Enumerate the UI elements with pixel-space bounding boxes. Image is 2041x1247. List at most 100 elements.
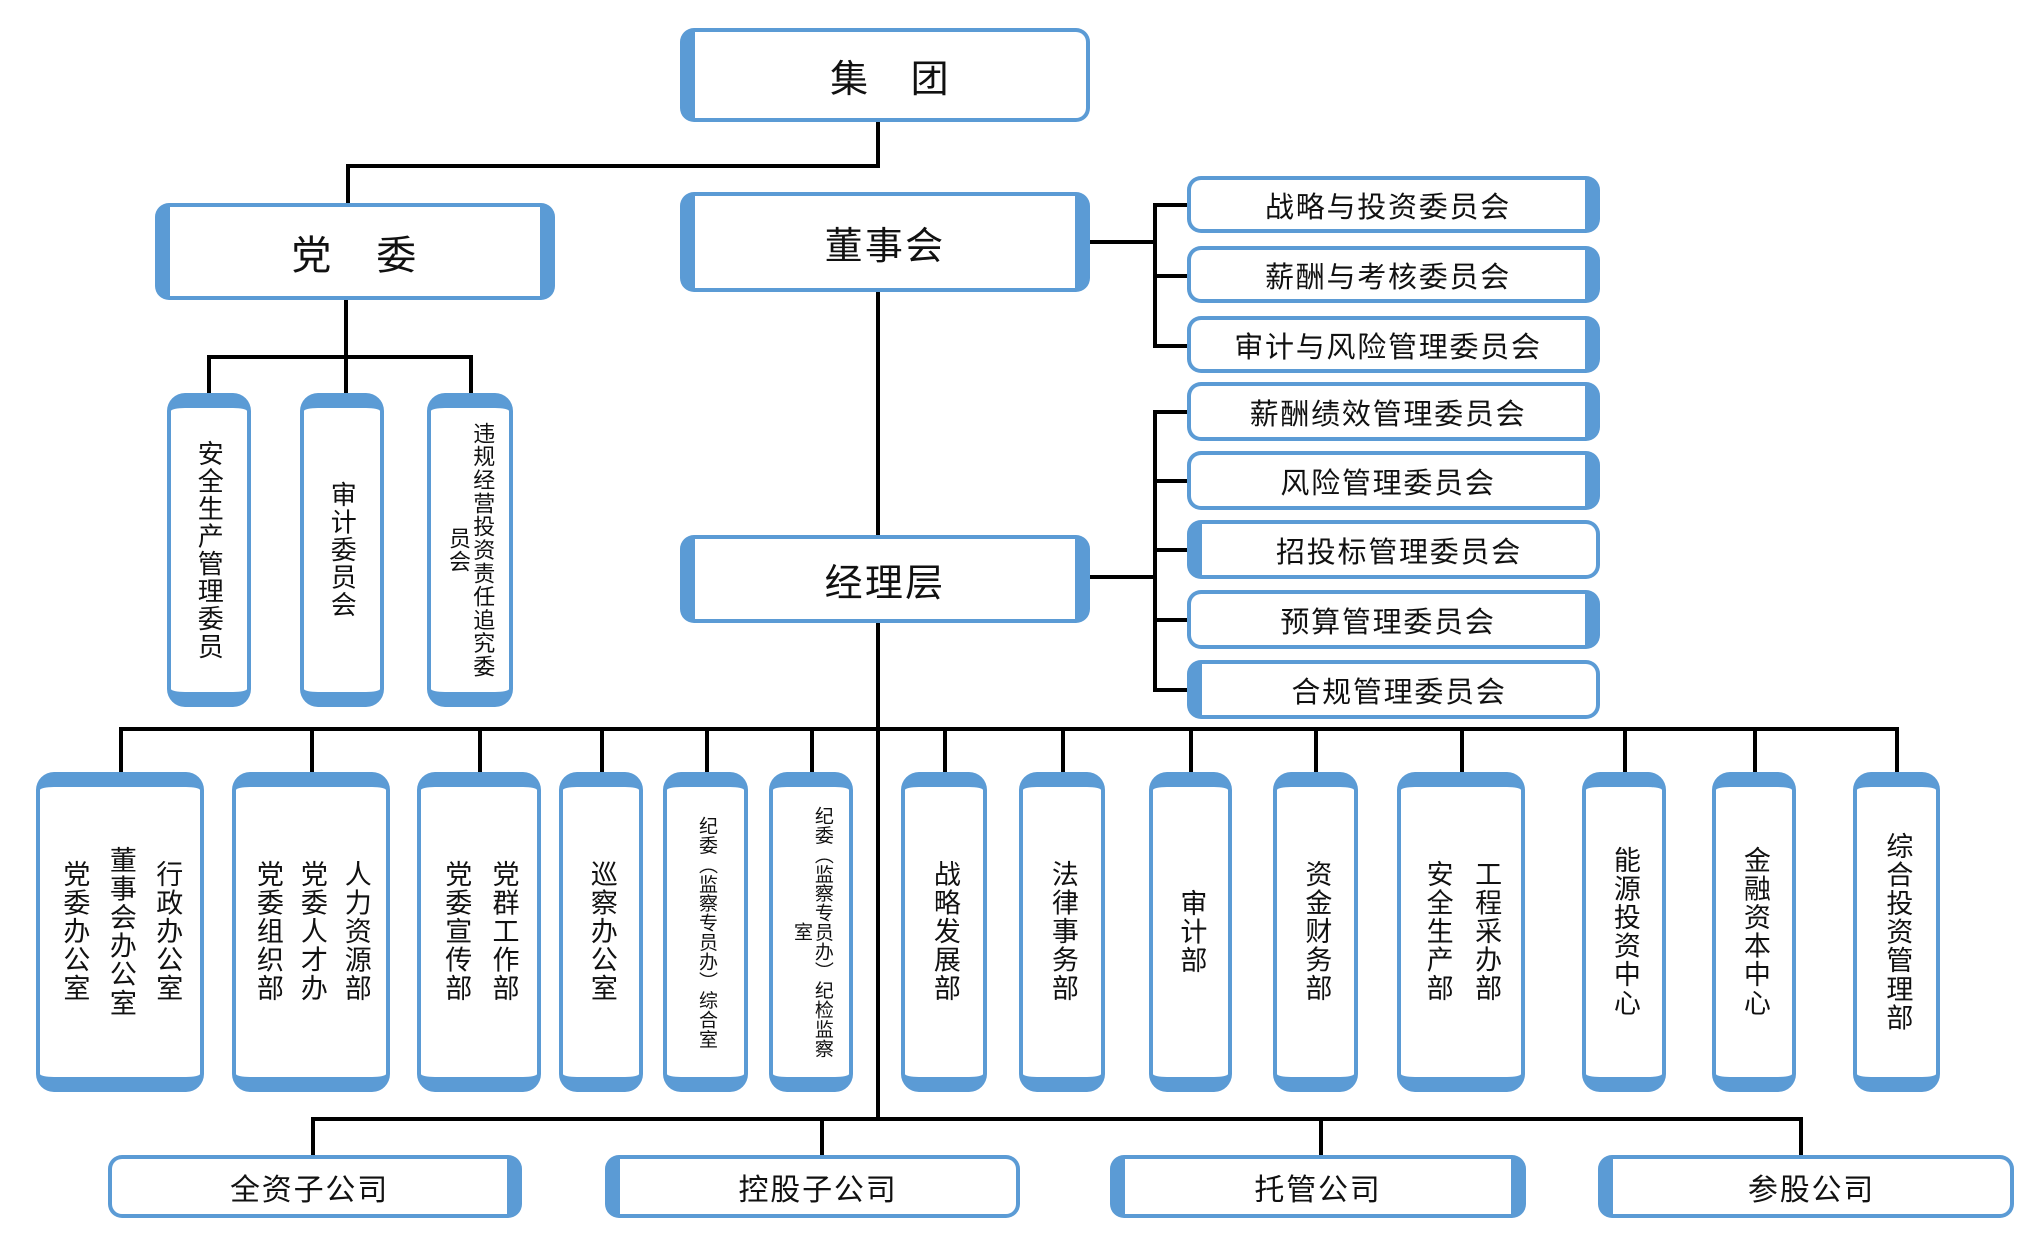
connector-subsidiary-stub xyxy=(1799,1117,1803,1157)
node-subsidiary-wholly-owned: 全资子公司 xyxy=(108,1155,522,1218)
connector-party-sub-stub xyxy=(344,355,348,395)
connector-board-stub xyxy=(1153,203,1187,207)
department-label: 党委办公室 xyxy=(59,860,90,1004)
committee-label: 薪酬与考核委员会 xyxy=(1265,261,1511,294)
connector-subsidiary-stub xyxy=(1319,1117,1323,1157)
department-label: 董事会办公室 xyxy=(105,846,136,1018)
connector-department-stub xyxy=(1314,727,1318,772)
node-department-audit: 审计部 xyxy=(1149,772,1232,1092)
department-label: 人力资源部 xyxy=(340,860,371,1004)
connector-departments-bus xyxy=(119,727,1899,731)
node-group: 集 团 xyxy=(680,28,1090,122)
committee-label: 预算管理委员会 xyxy=(1280,606,1496,639)
connector-subsidiaries-bus xyxy=(311,1117,1803,1121)
connector-subsidiary-stub xyxy=(311,1117,315,1157)
department-label: 安全生产部 xyxy=(1422,860,1453,1004)
node-department-hr-org: 人力资源部 党委人才办 党委组织部 xyxy=(232,772,390,1092)
connector-party-sub-stub xyxy=(207,355,211,395)
department-label: 巡察办公室 xyxy=(586,860,617,1004)
node-department-legal: 法律事务部 xyxy=(1019,772,1105,1092)
department-label: 战略发展部 xyxy=(929,860,960,1004)
connector-party-sub-bus xyxy=(207,355,473,359)
connector-department-stub xyxy=(478,727,482,772)
connector-department-stub xyxy=(119,727,123,772)
node-subsidiary-trusteeship: 托管公司 xyxy=(1110,1155,1526,1218)
committee-label: 合规管理委员会 xyxy=(1291,676,1507,709)
node-department-finance: 资金财务部 xyxy=(1273,772,1358,1092)
connector-department-stub xyxy=(810,727,814,772)
node-management: 经理层 xyxy=(680,535,1090,623)
node-board-label: 董事会 xyxy=(824,225,946,268)
connector-department-stub xyxy=(1460,727,1464,772)
committee-label: 风险管理委员会 xyxy=(1280,467,1496,500)
department-label: 资金财务部 xyxy=(1301,860,1332,1004)
node-department-inspection-office: 巡察办公室 xyxy=(559,772,643,1092)
connector-department-stub xyxy=(1753,727,1757,772)
node-party-committee: 党 委 xyxy=(155,203,555,300)
connector-department-stub xyxy=(1189,727,1193,772)
connector-management-trunk xyxy=(876,621,880,1121)
node-management-label: 经理层 xyxy=(824,562,946,605)
node-subsidiary-holding: 控股子公司 xyxy=(605,1155,1020,1218)
node-department-financial-capital: 金融资本中心 xyxy=(1712,772,1796,1092)
node-mgmt-committee-performance: 薪酬绩效管理委员会 xyxy=(1187,382,1600,441)
node-subsidiary-equity: 参股公司 xyxy=(1598,1155,2014,1218)
department-label: 党委宣传部 xyxy=(441,860,472,1004)
connector-mgmt-stub xyxy=(1153,479,1187,483)
node-board-committee-strategy: 战略与投资委员会 xyxy=(1187,176,1600,233)
connector-party-sub-stub xyxy=(469,355,473,395)
connector-party-sub-drop xyxy=(344,298,348,359)
committee-label: 审计与风险管理委员会 xyxy=(1234,331,1542,364)
connector-mgmt-stub xyxy=(1153,688,1187,692)
node-party-sub-audit: 审计委员会 xyxy=(300,393,384,707)
node-department-publicity: 党群工作部 党委宣传部 xyxy=(417,772,541,1092)
department-label: 纪委（监察专员办）综合室 xyxy=(695,815,717,1049)
connector-mgmt-stub xyxy=(1153,548,1187,552)
connector-department-stub xyxy=(705,727,709,772)
connector-mgmt-spine xyxy=(1090,575,1157,579)
connector-subsidiary-stub xyxy=(820,1117,824,1157)
subsidiary-label: 参股公司 xyxy=(1747,1173,1876,1207)
connector-board-stub xyxy=(1153,344,1187,348)
connector-department-stub xyxy=(1623,727,1627,772)
committee-label: 招投标管理委员会 xyxy=(1276,536,1522,569)
node-department-offices: 行政办公室 董事会办公室 党委办公室 xyxy=(36,772,204,1092)
connector-board-stub xyxy=(1153,274,1187,278)
connector-department-stub xyxy=(310,727,314,772)
subsidiary-label: 控股子公司 xyxy=(738,1173,898,1207)
connector-group-drop xyxy=(876,120,880,168)
node-mgmt-committee-compliance: 合规管理委员会 xyxy=(1187,660,1600,719)
department-label: 纪委（监察专员办）纪检监察室 xyxy=(791,806,833,1058)
connector-department-stub xyxy=(1895,727,1899,772)
node-department-comprehensive-investment: 综合投资管理部 xyxy=(1853,772,1940,1092)
department-label: 党群工作部 xyxy=(488,860,519,1004)
node-department-discipline-general: 纪委（监察专员办）综合室 xyxy=(663,772,748,1092)
department-label: 审计部 xyxy=(1176,889,1207,975)
connector-mgmt-stub xyxy=(1153,618,1187,622)
node-board: 董事会 xyxy=(680,192,1090,292)
node-mgmt-committee-bidding: 招投标管理委员会 xyxy=(1187,520,1600,579)
node-board-committee-audit-risk: 审计与风险管理委员会 xyxy=(1187,316,1600,373)
department-label: 金融资本中心 xyxy=(1739,846,1770,1018)
department-label: 党委人才办 xyxy=(296,860,327,1004)
connector-department-stub xyxy=(943,727,947,772)
connector-board-spine xyxy=(1090,240,1157,244)
committee-label: 薪酬绩效管理委员会 xyxy=(1249,398,1527,431)
connector-group-party xyxy=(346,164,880,168)
subsidiary-label: 托管公司 xyxy=(1254,1173,1382,1207)
node-mgmt-committee-budget: 预算管理委员会 xyxy=(1187,590,1600,649)
department-label: 党委组织部 xyxy=(252,860,283,1004)
connector-department-stub xyxy=(600,727,604,772)
connector-department-stub xyxy=(1061,727,1065,772)
committee-label: 战略与投资委员会 xyxy=(1265,191,1511,224)
node-board-committee-remuneration: 薪酬与考核委员会 xyxy=(1187,246,1600,303)
node-party-sub-audit-label: 审计委员会 xyxy=(327,481,358,619)
node-party-sub-safety: 安全生产管理委员 xyxy=(167,393,251,707)
subsidiary-label: 全资子公司 xyxy=(230,1173,389,1207)
connector-board-management xyxy=(876,290,880,537)
node-department-strategy: 战略发展部 xyxy=(901,772,987,1092)
node-department-safety-procurement: 工程采办部 安全生产部 xyxy=(1397,772,1525,1092)
node-party-sub-accountability-label: 违规经营投资责任追究委员会 xyxy=(446,421,496,679)
department-label: 行政办公室 xyxy=(152,860,183,1004)
